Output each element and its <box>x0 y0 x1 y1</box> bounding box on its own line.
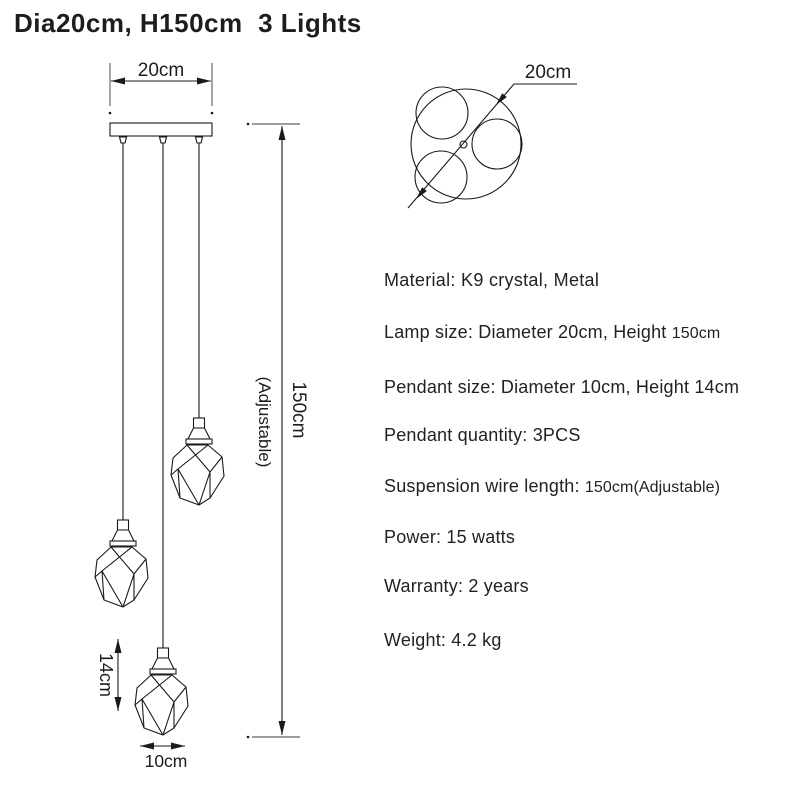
arrowhead-down-icon <box>114 697 122 711</box>
wire-connector <box>194 136 204 144</box>
spec-weight: Weight: 4.2 kg <box>384 630 502 650</box>
arrowhead-up-icon <box>114 639 122 653</box>
tick-dot <box>246 122 250 126</box>
wire-connector <box>118 136 128 144</box>
top-view: 20cm <box>407 62 577 209</box>
center-mark <box>459 140 468 149</box>
arrowhead-icon <box>416 187 427 199</box>
ceiling-plate <box>109 122 213 137</box>
plate-width-label: 20cm <box>138 60 184 81</box>
arrowhead-left-icon <box>140 742 154 750</box>
pendant-height-label: 14cm <box>96 653 116 697</box>
pendant-position-circle <box>414 150 468 204</box>
spec-pendant-size: Pendant size: Diameter 10cm, Height 14cm <box>384 377 740 397</box>
pendant-diameter-dimension: 10cm <box>140 742 188 771</box>
spec-power: Power: 15 watts <box>384 527 516 547</box>
extension-dot <box>210 111 214 115</box>
extension-dot <box>108 111 112 115</box>
wire-length-note: (Adjustable) <box>255 377 274 468</box>
page-title: Dia20cm, H150cm 3 Lights <box>14 8 362 38</box>
tick-dot <box>246 735 250 739</box>
height-dimension: 150cm (Adjustable) <box>246 122 309 739</box>
arrowhead-right-icon <box>171 742 185 750</box>
front-view: 20cm 150cm (A <box>94 60 309 771</box>
top-view-diameter-label: 20cm <box>525 62 571 83</box>
pendant-position-circle <box>471 118 523 170</box>
spec-warranty: Warranty: 2 years <box>384 576 529 596</box>
spec-lamp-size: Lamp size: Diameter 20cm, Height 150cm <box>384 322 721 342</box>
spec-material: Material: K9 crystal, Metal <box>384 270 600 290</box>
wire-length-label: 150cm <box>288 381 309 438</box>
pendant-diameter-label: 10cm <box>145 751 188 771</box>
canopy-outline <box>410 88 522 200</box>
spec-pendant-quantity: Pendant quantity: 3PCS <box>384 425 581 445</box>
plate-width-dimension: 20cm <box>108 60 214 115</box>
pendant-position-circle <box>415 86 469 140</box>
diameter-leader-line <box>407 83 577 209</box>
arrowhead-up-icon <box>278 126 286 140</box>
spec-wire-length: Suspension wire length: 150cm(Adjustable… <box>384 476 721 496</box>
arrowhead-right-icon <box>197 77 211 85</box>
arrowhead-left-icon <box>111 77 125 85</box>
pendant-height-dimension: 14cm <box>96 639 122 711</box>
wire-connector <box>158 136 168 144</box>
arrowhead-down-icon <box>278 721 286 735</box>
arrowhead-icon <box>496 93 507 105</box>
extension-lines <box>109 63 213 106</box>
